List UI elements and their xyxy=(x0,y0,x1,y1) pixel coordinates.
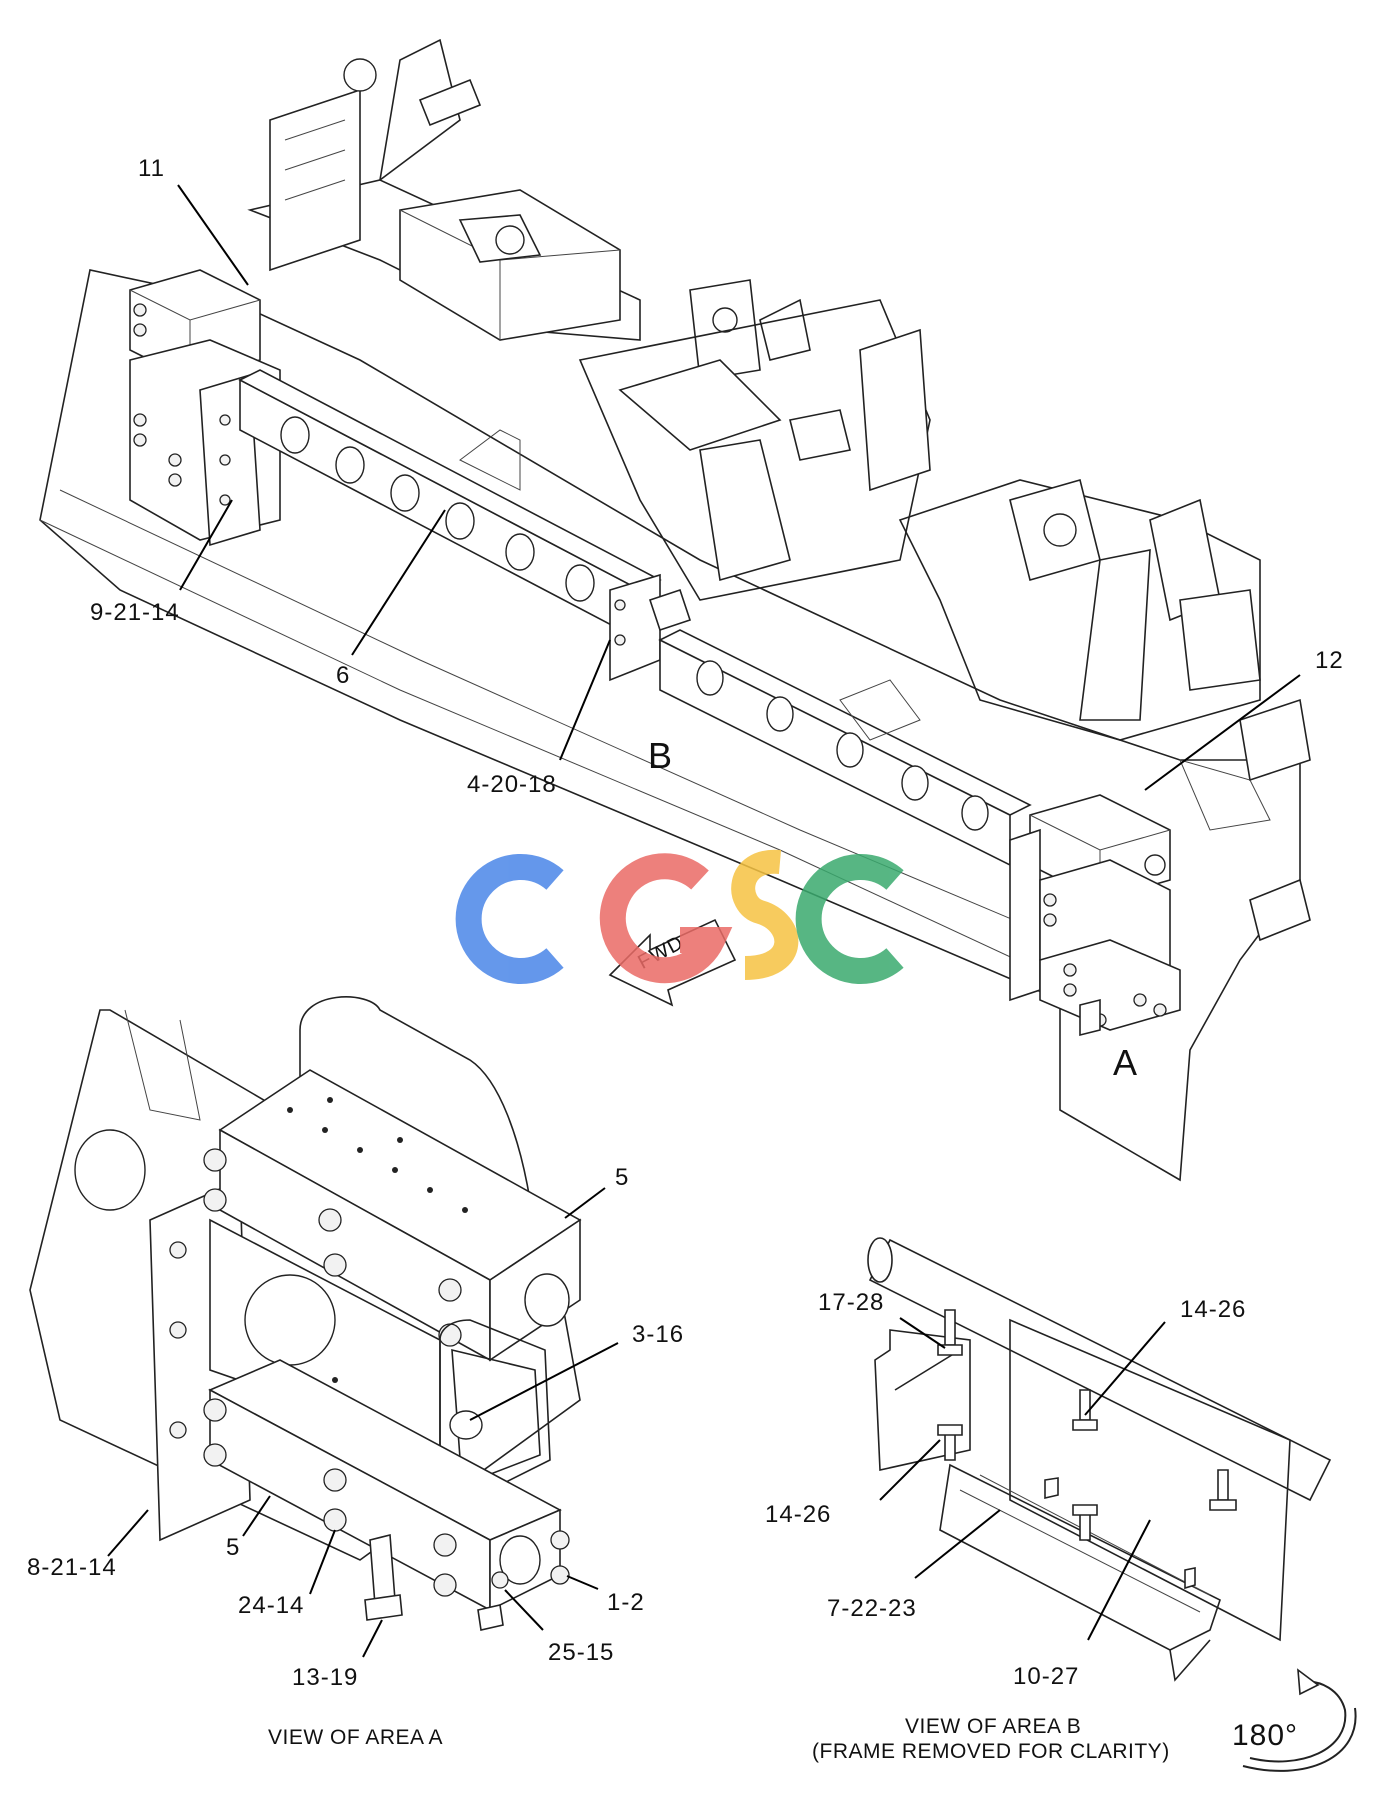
callout-24-14: 24-14 xyxy=(238,1592,304,1619)
callout-14-26-left: 14-26 xyxy=(765,1501,831,1528)
callout-7-22-23: 7-22-23 xyxy=(827,1595,917,1622)
view-area-b-drawing xyxy=(867,1237,1332,1682)
callout-14-26-right: 14-26 xyxy=(1180,1296,1246,1323)
area-b-marker: B xyxy=(648,735,673,776)
callout-13-19: 13-19 xyxy=(292,1664,358,1691)
callout-6: 6 xyxy=(336,662,350,689)
view-b-leader-lines xyxy=(879,1317,1166,1641)
callout-1-2: 1-2 xyxy=(607,1589,645,1616)
callout-5-lower: 5 xyxy=(226,1534,240,1561)
callout-9-21-14: 9-21-14 xyxy=(90,599,180,626)
view-b-caption: VIEW OF AREA B xyxy=(905,1715,1081,1738)
main-leader-lines xyxy=(177,184,1301,791)
callout-17-28: 17-28 xyxy=(818,1289,884,1316)
view-a-caption: VIEW OF AREA A xyxy=(268,1726,443,1749)
view-b-caption-note: (FRAME REMOVED FOR CLARITY) xyxy=(812,1740,1170,1763)
rotation-180-icon: 180° xyxy=(1232,1668,1357,1772)
view-area-a-drawing xyxy=(29,996,582,1631)
callout-5-upper: 5 xyxy=(615,1164,629,1191)
view-a-leader-lines xyxy=(107,1187,619,1658)
callout-25-15: 25-15 xyxy=(548,1639,614,1666)
callout-11: 11 xyxy=(138,155,165,182)
main-assembly-drawing xyxy=(39,38,1311,1182)
callout-8-21-14: 8-21-14 xyxy=(27,1554,117,1581)
area-a-marker: A xyxy=(1113,1042,1138,1083)
callout-4-20-18: 4-20-18 xyxy=(467,771,557,798)
cgsc-watermark xyxy=(455,849,904,984)
callout-3-16: 3-16 xyxy=(632,1321,684,1348)
callout-12: 12 xyxy=(1315,647,1344,674)
rotation-180-label: 180° xyxy=(1232,1719,1298,1752)
callout-10-27: 10-27 xyxy=(1013,1663,1079,1690)
